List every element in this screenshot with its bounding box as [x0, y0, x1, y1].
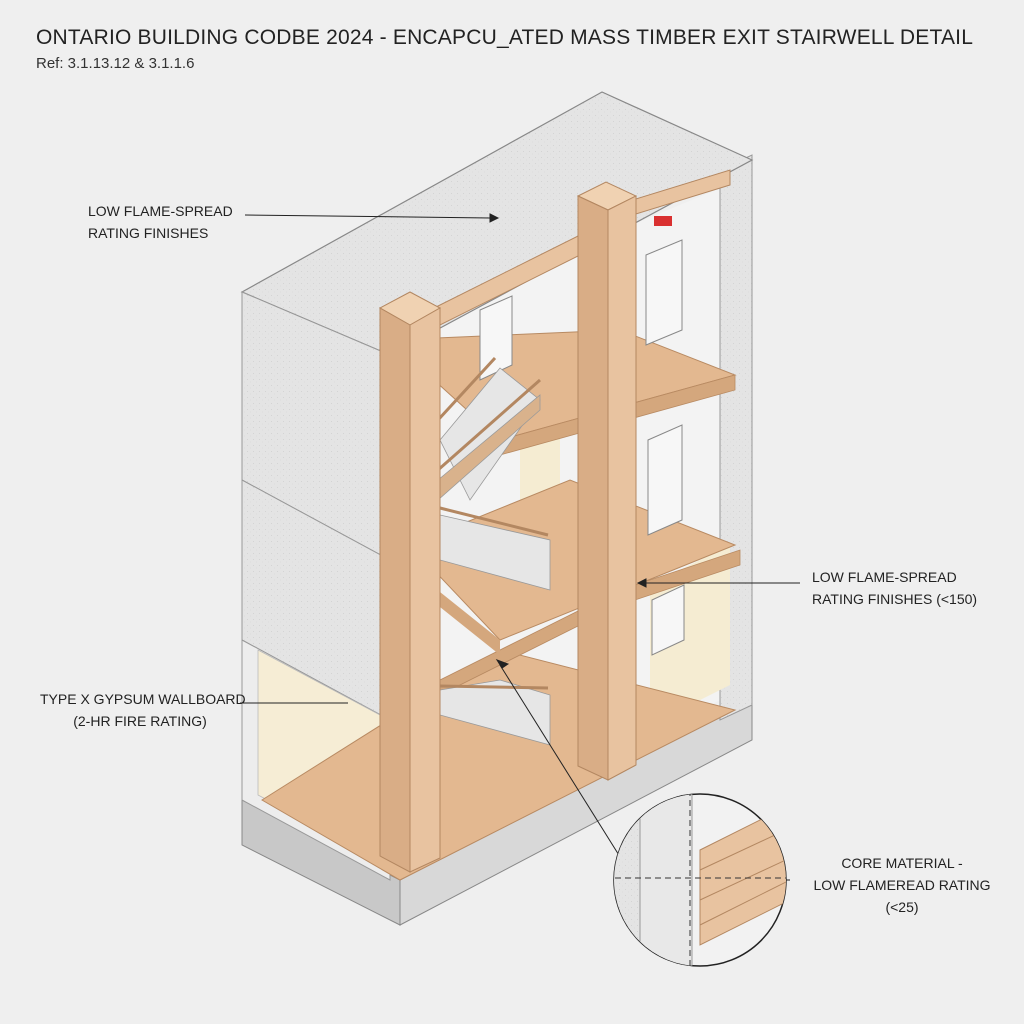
timber-column-front [378, 291, 442, 873]
label-line: CORE MATERIAL - [841, 855, 963, 871]
label-line: LOW FLAME-SPREAD [812, 569, 957, 585]
stair-handrails [436, 356, 549, 690]
label-line: LOW FLAME-SPREAD [88, 203, 233, 219]
detail-callout [613, 793, 787, 967]
label-type-x-gypsum: TYPE X GYPSUM WALLBOARD (2-HR FIRE RATIN… [40, 688, 246, 732]
label-line: (2-HR FIRE RATING) [73, 713, 207, 729]
code-reference: Ref: 3.1.13.12 & 3.1.1.6 [36, 55, 195, 72]
label-line: RATING FINISHES (<150) [812, 591, 978, 607]
label-low-flame-spread-top: LOW FLAME-SPREAD RATING FINISHES [88, 200, 233, 244]
label-low-flame-spread-right: LOW FLAME-SPREAD RATING FINISHES (<150) [812, 566, 977, 610]
label-core-material: CORE MATERIAL - LOW FLAMEREAD RATING (<2… [812, 852, 992, 918]
exit-doors [479, 239, 685, 656]
label-line: RATING FINISHES [88, 225, 209, 241]
label-line: TYPE X GYPSUM WALLBOARD [40, 691, 246, 707]
exit-sign [654, 216, 672, 226]
diagram-title: ONTARIO BUILDING CODBE 2024 - ENCAPCU_AT… [36, 26, 974, 49]
label-line: (<25) [885, 899, 919, 915]
label-line: LOW FLAMEREAD RATING [813, 877, 991, 893]
timber-column-back [576, 181, 638, 781]
